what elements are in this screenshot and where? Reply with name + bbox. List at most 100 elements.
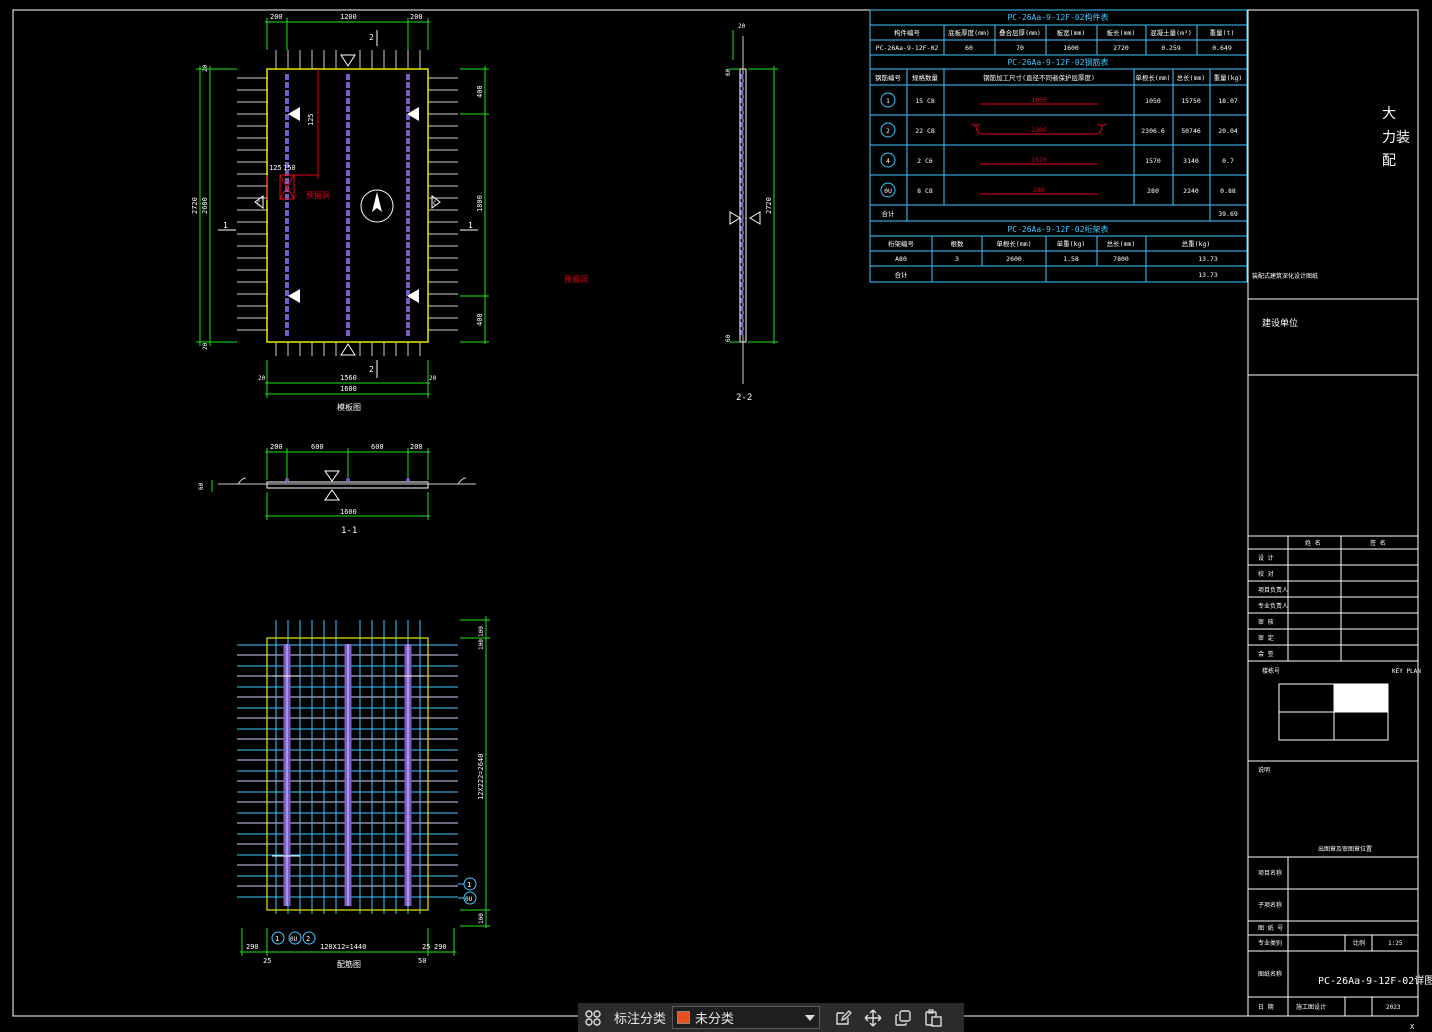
rv-dim-right-a: 100 (478, 626, 485, 637)
plan-dim-small-b: 150 (283, 164, 296, 172)
plan-dim-125: 125 (307, 113, 315, 126)
bubble-2: 2 (306, 935, 310, 943)
truss-cell: 3 (955, 255, 959, 263)
key-plan-label: KEY PLAN (1392, 668, 1421, 675)
rebar-view: 100 100 12X222=2640 100 290 120X12=1440 … (237, 616, 490, 969)
rebar-header: 钢筋编号 (875, 73, 902, 82)
truss-cell: 13.73 (1198, 255, 1218, 263)
truss-cell: A80 (895, 255, 907, 263)
plan-dim-bottom-small-left: 20 (258, 375, 266, 382)
bubble-0u: 0U (290, 936, 298, 943)
category-color-swatch (677, 1011, 691, 1024)
construction-unit-label: 建设单位 (1262, 317, 1298, 329)
truss-cell: 1.58 (1063, 255, 1079, 263)
seal-note: 出图章及审图章位置 (1318, 845, 1372, 853)
role-label: 校 对 (1258, 570, 1274, 578)
truss-header: 总重(kg) (1182, 239, 1211, 248)
s2-dim-left-bottom: 60 (725, 334, 732, 342)
plan-dim-top-a: 200 (270, 13, 283, 21)
plan-view: 125 125 150 预留洞 C C 2 (191, 13, 489, 412)
bubble-0u-right: 0U (465, 896, 473, 903)
move-icon (864, 1009, 882, 1026)
rv-dim-bottom-f: 50 (418, 957, 426, 965)
rv-dim-right-d: 100 (478, 913, 485, 924)
rebar-cell: 15750 (1181, 97, 1201, 105)
key-plan-highlight (1334, 684, 1388, 712)
truss-table-title: PC-26Aa-9-12F-02桁架表 (1007, 224, 1108, 234)
lift-point-icon (288, 289, 300, 303)
s1-face-mark-bottom (324, 489, 340, 501)
section-mark-1-left: 1 (223, 221, 228, 230)
part-header: 叠合层厚(mm) (999, 28, 1041, 37)
truss-cell: 7800 (1113, 255, 1129, 263)
rebar-cell: 4 (886, 157, 890, 165)
part-cell: 2720 (1113, 44, 1129, 52)
role-label: 审 定 (1258, 634, 1274, 642)
section-2-2: 20 60 60 2720 2-2 (725, 23, 778, 403)
date-label: 日 期 (1258, 1003, 1274, 1011)
scale-label: 比例 (1353, 939, 1365, 947)
edit-button[interactable] (828, 1003, 858, 1032)
truss-header: 根数 (951, 239, 965, 248)
plan-hole (266, 69, 319, 200)
s2-dim-left-top: 60 (725, 68, 732, 76)
rebar-header: 钢筋加工尺寸(直径不同者保护层厚度) (983, 73, 1095, 82)
move-button[interactable] (858, 1003, 888, 1032)
plan-top-rebar-stubs (275, 50, 421, 69)
s2-face-mark-left (729, 211, 741, 225)
drawing-name: PC-26Aa-9-12F-02详图 (1318, 974, 1432, 987)
section-mark-2-top: 2 (369, 33, 374, 42)
part-cell: 1600 (1063, 44, 1079, 52)
schedule-tables (869, 9, 1248, 283)
truss-total-label: 合计 (895, 270, 909, 279)
plan-dim-top-b: 1200 (340, 13, 357, 21)
rebar-cell: 1050 (1031, 96, 1047, 104)
grid-menu-button[interactable] (578, 1003, 608, 1032)
copy-button[interactable] (888, 1003, 918, 1032)
annotation-category-select[interactable]: 未分类 (672, 1006, 821, 1029)
s1-title: 1-1 (341, 526, 357, 536)
plan-trusses (285, 74, 410, 336)
rebar-header: 单根长(mm) (1135, 73, 1170, 82)
s1-dim-top-d: 200 (410, 443, 423, 451)
bubble-1-right: 1 (467, 881, 471, 889)
lift-point-icon (407, 289, 419, 303)
annotation-category-label: 标注分类 (614, 1012, 667, 1027)
rv-dim-bottom-c: 25 (422, 943, 430, 951)
rebar-cell: 280 (1033, 186, 1045, 194)
sign-header-signature: 签 名 (1370, 539, 1386, 547)
rebar-slab-outline[interactable] (266, 637, 429, 911)
paste-icon (925, 1008, 942, 1027)
date-value: 2023 (1386, 1004, 1401, 1011)
part-cell: 0.259 (1161, 44, 1181, 52)
paste-button[interactable] (918, 1003, 948, 1032)
plan-slab-outline[interactable] (266, 68, 429, 343)
rv-dim-bottom-a: 290 (246, 943, 259, 951)
rebar-total-label: 合计 (882, 209, 896, 218)
plan-dim-right-b: 1800 (476, 195, 484, 212)
rebar-cell: 0.88 (1220, 187, 1236, 195)
rebar-cell: 280 (1147, 187, 1159, 195)
rebar-cell: 3140 (1183, 157, 1199, 165)
part-table-title: PC-26Aa-9-12F-02构件表 (1007, 12, 1108, 22)
rebar-cell: 2 C6 (917, 157, 933, 165)
plan-dim-top-c: 200 (410, 13, 423, 21)
sign-header-name: 姓 名 (1305, 539, 1321, 547)
rv-dim-bottom-e: 25 (263, 957, 271, 965)
part-header: 重量(t) (1210, 29, 1235, 37)
s1-dim-top-b: 600 (311, 443, 324, 451)
rebar-header: 总长(mm) (1177, 73, 1206, 82)
s1-dim-top-c: 600 (371, 443, 384, 451)
s1-slab (266, 481, 429, 489)
rebar-cell: 2306.6 (1141, 127, 1165, 135)
plan-dim-left-inner: 2600 (201, 197, 209, 214)
plan-dim-small-a: 125 (269, 164, 282, 172)
chevron-down-icon (805, 1014, 816, 1021)
rebar-cell: 8 C8 (917, 187, 933, 195)
s1-dim-top-a: 200 (270, 443, 283, 451)
drawing-name-label: 图纸名称 (1258, 970, 1282, 978)
role-label: 会 签 (1258, 650, 1274, 658)
s1-dim-bottom: 1600 (340, 508, 357, 516)
lift-point-icon (288, 107, 300, 121)
